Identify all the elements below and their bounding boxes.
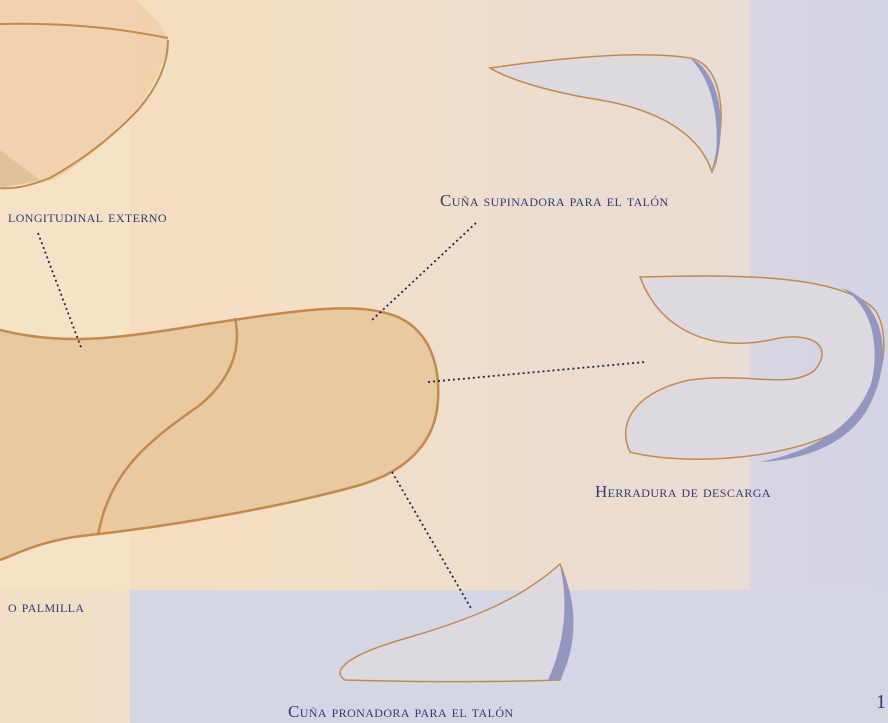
label-insole: o palmilla (8, 598, 84, 615)
label-arch-external: longitudinal externo (8, 208, 167, 225)
label-supinating-wedge: Cuña supinadora para el talón (440, 192, 669, 209)
page-number: 1 (876, 692, 886, 712)
label-pronating-wedge: Cuña pronadora para el talón (288, 703, 513, 720)
label-unloading-horseshoe: Herradura de descarga (595, 483, 771, 500)
